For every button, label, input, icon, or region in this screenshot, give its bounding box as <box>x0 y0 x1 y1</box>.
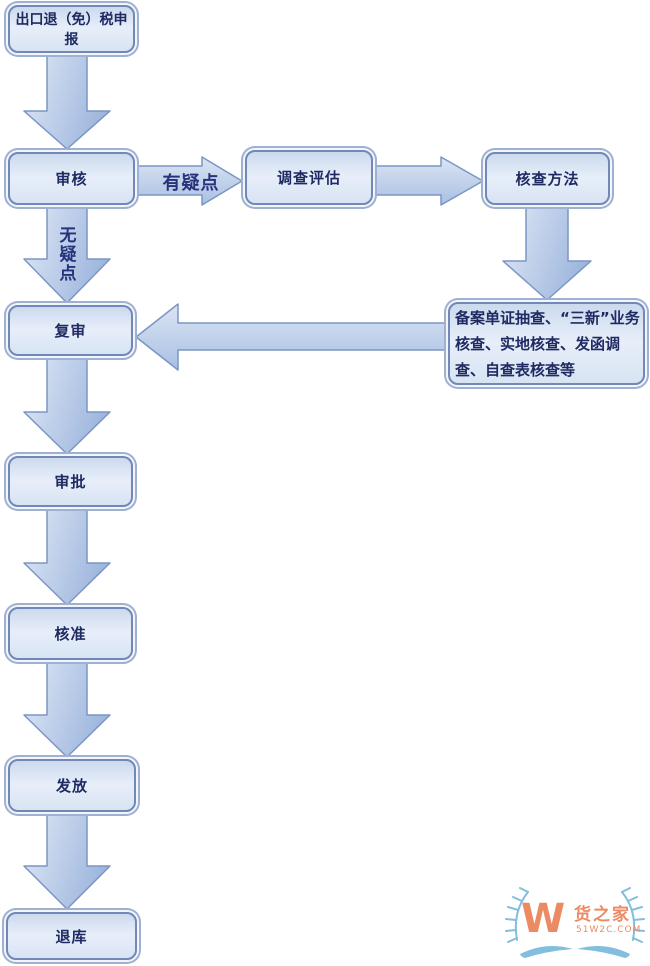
node-declare-label: 出口退（免）税申报 <box>15 12 128 48</box>
arrow-approve-to-authorize <box>23 507 111 606</box>
arrow-declare-to-review <box>23 54 111 150</box>
edge-label-no-doubts: 无疑点 <box>59 226 77 284</box>
arrow-recheck-to-approve <box>23 356 111 455</box>
arrow-methods-detail-to-recheck <box>135 303 450 371</box>
node-methods-detail: 备案单证抽查、“三新”业务 核查、实地核查、发函调 查、自查表核查等 <box>448 302 645 385</box>
wing-swoosh-icon <box>520 945 630 958</box>
node-approve-label: 审批 <box>54 473 87 491</box>
logo-brand-name: 货之家 <box>574 904 631 925</box>
node-refund-label: 退库 <box>55 927 88 946</box>
laurel-right-icon <box>621 887 645 943</box>
node-declare: 出口退（免）税申报 <box>8 5 135 53</box>
node-review: 审核 <box>8 152 135 205</box>
edge-label-has-doubts: 有疑点 <box>162 173 220 194</box>
node-method: 核查方法 <box>485 152 610 205</box>
laurel-left-icon <box>505 887 529 943</box>
node-investigate-label: 调查评估 <box>276 169 341 187</box>
node-refund: 退库 <box>6 912 137 960</box>
node-authorize-label: 核准 <box>54 625 87 643</box>
node-issue: 发放 <box>8 759 136 812</box>
methods-detail-line-2: 核查、实地核查、发函调 <box>455 334 621 353</box>
node-method-label: 核查方法 <box>515 170 580 188</box>
node-recheck: 复审 <box>8 305 133 356</box>
arrow-issue-to-refund <box>23 812 111 910</box>
node-recheck-label: 复审 <box>54 322 87 340</box>
methods-detail-line-3: 查、自查表核查等 <box>455 360 576 379</box>
logo-site-url: 51W2C.COM <box>576 925 641 935</box>
node-authorize: 核准 <box>8 607 133 660</box>
logo-letter-w: W <box>521 896 565 942</box>
node-investigate: 调查评估 <box>245 150 373 205</box>
methods-detail-line-1: 备案单证抽查、“三新”业务 <box>455 308 640 327</box>
node-approve: 审批 <box>8 456 133 507</box>
arrow-authorize-to-issue <box>23 660 111 758</box>
arrow-method-to-methods-detail <box>502 205 592 301</box>
node-review-label: 审核 <box>55 170 88 188</box>
watermark-logo: W 货之家 51W2C.COM <box>505 887 645 958</box>
arrow-investigate-to-method <box>374 156 484 206</box>
node-issue-label: 发放 <box>55 777 88 795</box>
